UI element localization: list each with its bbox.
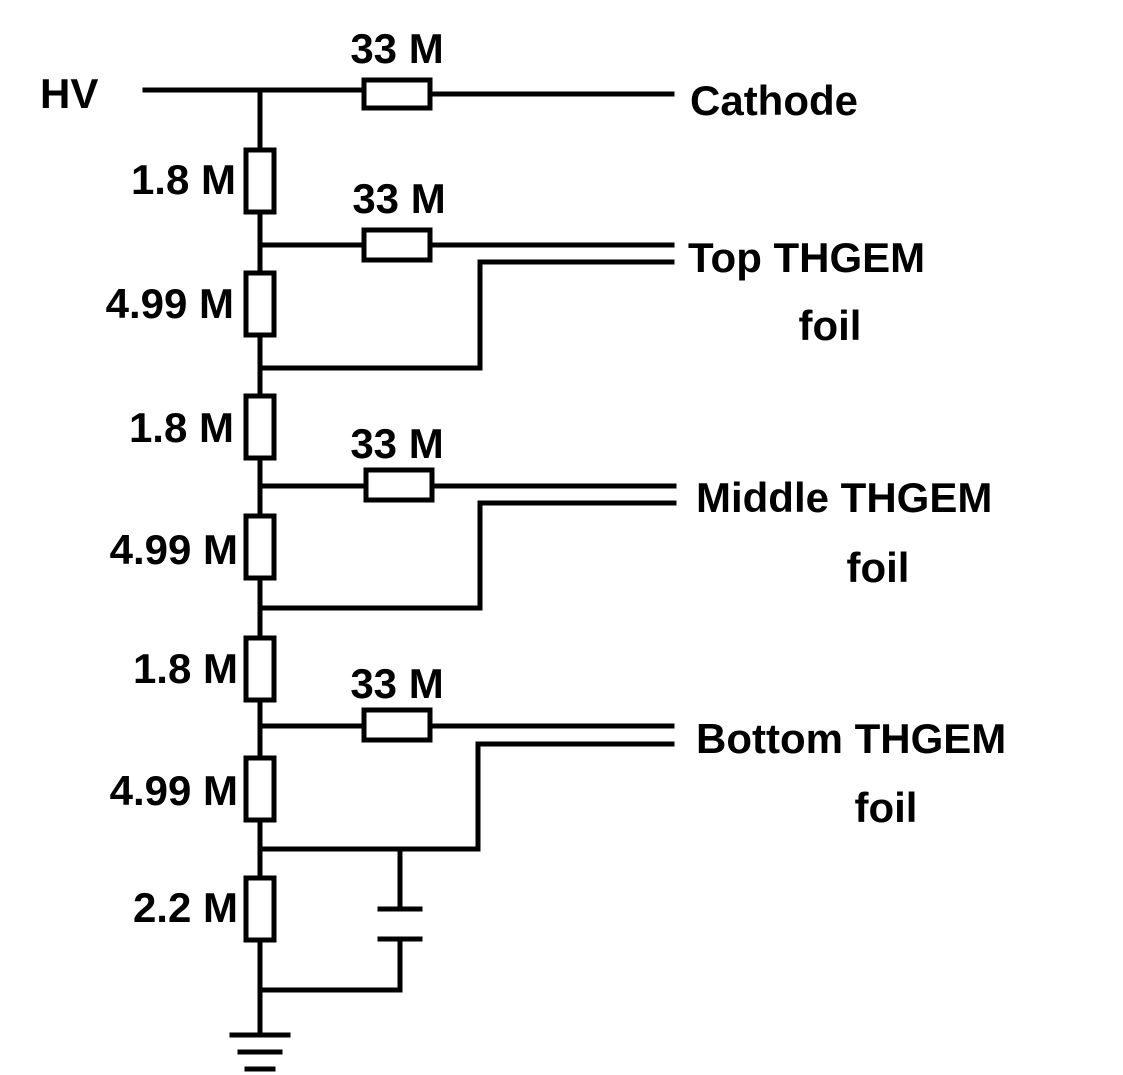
resistor-divider-5 [243,635,277,703]
resistor-divider-4 [243,513,277,581]
middle-foil-label-line2: foil [847,544,910,591]
resistor-series-cathode [361,77,433,111]
resistor-label-divider-5: 1.8 M [133,645,238,692]
resistor-label-divider-1: 1.8 M [131,156,236,203]
resistor-divider-6 [243,755,277,823]
resistor-series-middle [363,467,435,503]
resistor-divider-1 [243,147,277,215]
resistor-series-bottom [361,707,433,743]
resistor-label-series-top: 33 M [352,175,445,222]
resistors [243,77,435,943]
capacitor-lead-bottom [257,936,403,993]
hv-label: HV [40,70,98,117]
labels: HV 33 M Cathode 1.8 M 33 M Top THGEM foi… [40,25,1006,931]
capacitor-icon [377,906,423,942]
top-tap-lower [257,259,675,371]
middle-foil-label-line1: Middle THGEM [696,474,992,521]
bottom-foil-label-line2: foil [855,784,918,831]
middle-tap-lower [257,500,677,611]
resistor-label-series-cathode: 33 M [350,25,443,72]
resistor-divider-3 [243,393,277,461]
bottom-tap-lower [257,741,675,852]
resistor-divider-7 [243,875,277,943]
resistor-label-divider-4: 4.99 M [110,526,238,573]
resistor-label-divider-2: 4.99 M [106,280,234,327]
bottom-foil-label-line1: Bottom THGEM [696,715,1006,762]
wires [142,87,677,1033]
cathode-label: Cathode [690,77,858,124]
resistor-divider-2 [243,270,277,338]
ground-icon [229,1032,291,1072]
top-foil-label-line1: Top THGEM [688,234,925,281]
resistor-label-series-middle: 33 M [350,420,443,467]
top-foil-label-line2: foil [799,302,862,349]
resistor-label-divider-3: 1.8 M [129,404,234,451]
resistor-label-divider-6: 4.99 M [110,767,238,814]
resistor-label-divider-7: 2.2 M [133,884,238,931]
resistor-label-series-bottom: 33 M [350,660,443,707]
resistor-series-top [361,227,433,263]
